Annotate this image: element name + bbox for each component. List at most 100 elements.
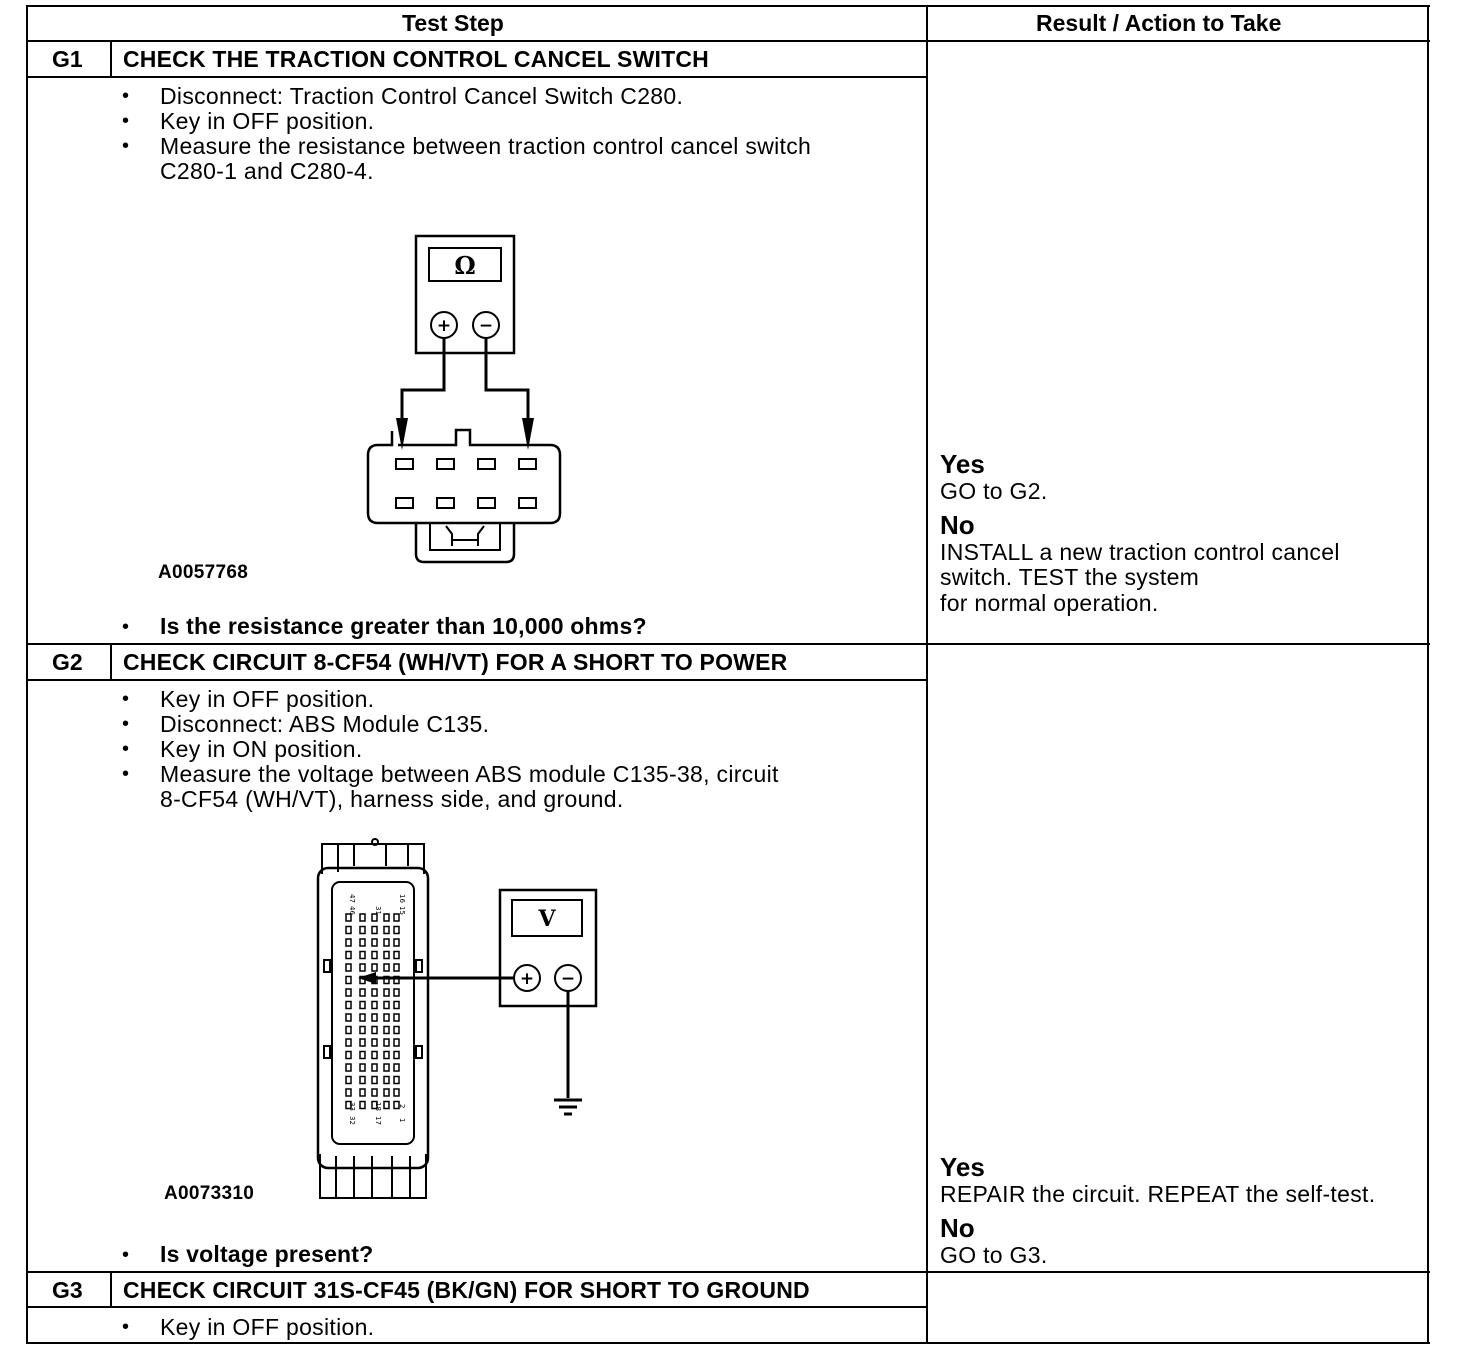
- module-pin-cavity: [393, 913, 400, 922]
- module-pin-cavity: [383, 1025, 390, 1035]
- module-pin-cavity: [371, 1000, 378, 1010]
- module-pin-cavity: [383, 950, 390, 960]
- module-pin-cavity: [371, 1063, 378, 1072]
- g2-voltmeter-figure: V + − 47 46 31 16 15 33 32 18 17 2 1: [316, 838, 598, 1199]
- module-pin-cavity: [345, 1088, 352, 1097]
- module-pin-cavity: [371, 1038, 378, 1047]
- module-pin-cavity: [345, 1075, 352, 1085]
- pin-2: [436, 458, 455, 470]
- g1-bullet-1: Disconnect: Traction Control Cancel Swit…: [160, 83, 684, 109]
- voltmeter-body: [498, 888, 598, 1008]
- probe-lead-plus: [400, 338, 446, 433]
- module-pin-cavity: [359, 1088, 366, 1097]
- module-pin-cavity: [345, 1063, 352, 1072]
- module-pin-cavity: [359, 925, 366, 935]
- ohmmeter-body: [414, 234, 516, 355]
- plus-sign: +: [437, 316, 451, 336]
- g3-title-rule: [26, 1306, 927, 1308]
- module-pin-cavity: [345, 1038, 352, 1047]
- module-pin-cavity: [345, 1000, 352, 1010]
- module-pin-cavity: [345, 1100, 352, 1110]
- module-pin-cavity: [371, 1075, 378, 1085]
- pin-label-1: 1: [398, 1118, 406, 1122]
- g1-bullet-3-cont: C280-1 and C280-4.: [160, 158, 374, 184]
- bullet-dot: •: [122, 713, 130, 735]
- step-title-g1: CHECK THE TRACTION CONTROL CANCEL SWITCH: [123, 46, 709, 72]
- module-pin-cavity: [393, 1038, 400, 1047]
- g1-no-action-2: switch. TEST the system: [940, 564, 1200, 590]
- bullet-dot: •: [122, 1316, 130, 1338]
- module-pin-cavity: [383, 975, 390, 985]
- g1-bottom-rule: [26, 643, 1430, 645]
- module-pin-cavity: [393, 975, 400, 985]
- module-pin-cavity: [371, 950, 378, 960]
- module-pin-cavity: [393, 1088, 400, 1097]
- step-id-g3: G3: [52, 1277, 83, 1303]
- module-pin-field: [331, 881, 415, 1145]
- g1-no-label: No: [940, 510, 975, 540]
- g2-bullet-2: Disconnect: ABS Module C135.: [160, 711, 490, 737]
- ohmmeter-display: [428, 247, 502, 282]
- module-pin-cavity: [393, 938, 400, 947]
- g1-no-action-3: for normal operation.: [940, 590, 1159, 616]
- figure-id-g2: A0073310: [164, 1183, 255, 1204]
- g3-id-divider: [110, 1271, 112, 1308]
- pin-label-33: 33: [348, 1102, 356, 1111]
- step-title-g3: CHECK CIRCUIT 31S-CF45 (BK/GN) FOR SHORT…: [123, 1277, 810, 1303]
- g2-question: Is voltage present?: [160, 1241, 374, 1267]
- module-pin-cavity: [345, 988, 352, 997]
- module-pin-cavity: [383, 1013, 390, 1022]
- module-pin-cavity: [383, 938, 390, 947]
- module-pin-cavity: [345, 950, 352, 960]
- plus-sign: +: [520, 969, 534, 989]
- module-pin-cavity: [359, 950, 366, 960]
- module-pin-cavity: [371, 1013, 378, 1022]
- g2-bullet-3: Key in ON position.: [160, 736, 363, 762]
- module-pin-cavity: [393, 1075, 400, 1085]
- probe-lead-minus: [484, 338, 530, 433]
- g1-ohmmeter-figure: Ω + −: [366, 234, 562, 564]
- bullet-dot: •: [122, 688, 130, 710]
- pin-label-31: 31: [374, 906, 382, 915]
- module-pin-cavity: [393, 1050, 400, 1060]
- module-pin-cavity: [345, 1025, 352, 1035]
- bullet-dot: •: [122, 85, 130, 107]
- module-pin-cavity: [345, 963, 352, 972]
- module-pin-cavity: [359, 1100, 366, 1110]
- module-pin-cavity: [371, 938, 378, 947]
- header-result-action: Result / Action to Take: [1036, 10, 1282, 36]
- module-pin-cavity: [371, 925, 378, 935]
- module-pin-cavity: [359, 1075, 366, 1085]
- g2-yes-label: Yes: [940, 1152, 985, 1182]
- module-pin-cavity: [359, 1050, 366, 1060]
- module-pin-cavity: [383, 913, 390, 922]
- header-rule: [26, 40, 1430, 42]
- column-divider: [926, 5, 928, 1344]
- module-pin-cavity: [371, 1050, 378, 1060]
- pin-5: [395, 497, 414, 509]
- minus-sign: −: [561, 969, 575, 989]
- module-pin-cavity: [371, 963, 378, 972]
- pin-3: [477, 458, 496, 470]
- g2-no-action: GO to G3.: [940, 1242, 1048, 1268]
- figure-id-g1: A0057768: [158, 562, 249, 583]
- bullet-dot: •: [122, 135, 130, 157]
- module-pin-cavity: [383, 1100, 390, 1110]
- module-pin-cavity: [359, 1025, 366, 1035]
- table-border-left: [26, 5, 28, 1344]
- probe-tip-minus: [522, 418, 534, 450]
- module-pin-cavity: [383, 988, 390, 997]
- module-pin-cavity: [359, 963, 366, 972]
- pin-7: [477, 497, 496, 509]
- module-pin-cavity: [359, 1000, 366, 1010]
- module-pin-cavity: [393, 1013, 400, 1022]
- g2-id-divider: [110, 643, 112, 681]
- module-pin-cavity: [371, 1088, 378, 1097]
- module-pin-cavity: [345, 975, 352, 985]
- voltmeter-display: [511, 899, 583, 937]
- module-pin-cavity: [345, 1050, 352, 1060]
- module-pin-cavity: [359, 938, 366, 947]
- module-pin-cavity: [383, 1088, 390, 1097]
- pin-label-2: 2: [398, 1104, 406, 1108]
- module-pin-cavity: [345, 938, 352, 947]
